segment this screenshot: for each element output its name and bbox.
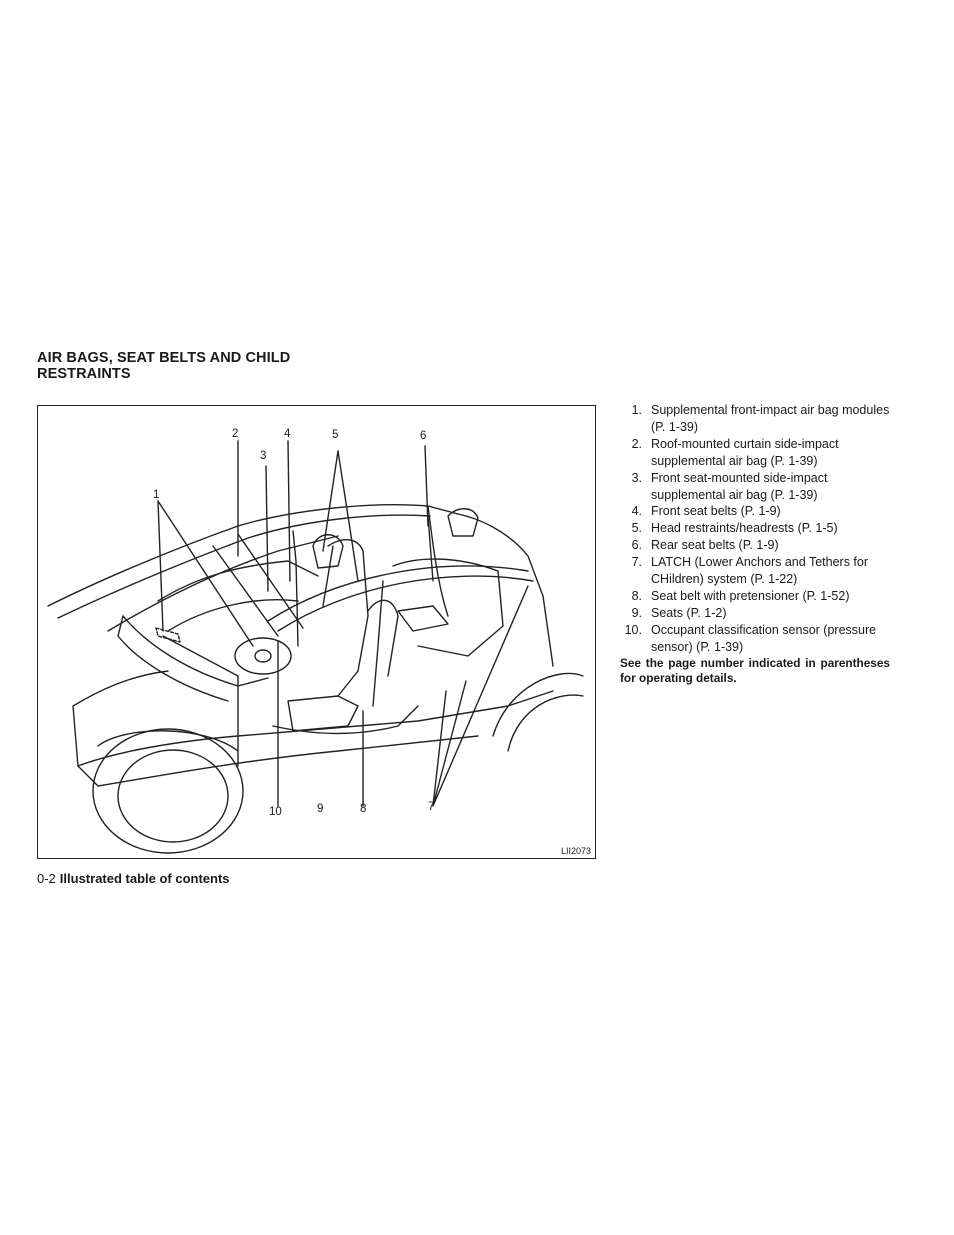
callout-7: 7 <box>428 801 435 813</box>
callout-10: 10 <box>269 806 282 818</box>
callout-3: 3 <box>260 450 267 462</box>
legend-item-text: LATCH (Lower Anchors and Tethers for CHi… <box>651 555 868 587</box>
legend-item-text: Roof-mounted curtain side-impact supplem… <box>651 436 839 468</box>
legend-item: 8. Seat belt with pretensioner (P. 1-52) <box>618 588 894 605</box>
section-title-line2: RESTRAINTS <box>37 366 131 382</box>
legend-item-number: 9. <box>631 605 642 620</box>
legend-item: 2. Roof-mounted curtain side-impact suppl… <box>618 436 894 470</box>
page-number: 0-2 <box>37 871 56 886</box>
callout-6: 6 <box>420 430 427 442</box>
legend-item-text: Seat belt with pretensioner (P. 1-52) <box>651 588 850 603</box>
section-title-line1: AIR BAGS, SEAT BELTS AND CHILD <box>37 350 291 366</box>
legend-item-number: 8. <box>631 588 642 603</box>
legend-item-number: 3. <box>631 470 642 485</box>
legend-item: 3. Front seat-mounted side-impact supplem… <box>618 470 894 504</box>
legend-item: 6. Rear seat belts (P. 1-9) <box>618 537 894 554</box>
legend-item-number: 1. <box>631 403 642 417</box>
legend-item: 7. LATCH (Lower Anchors and Tethers for C… <box>618 554 894 588</box>
legend-item-text: Front seat-mounted side-impact supplemen… <box>651 470 828 502</box>
legend-item-number: 4. <box>631 504 642 519</box>
legend-item: 10. Occupant classification sensor (press… <box>618 622 894 656</box>
callout-2: 2 <box>232 428 239 440</box>
callout-1: 1 <box>153 489 160 501</box>
legend-item-text: Front seat belts (P. 1-9) <box>651 504 781 519</box>
legend-item-number: 2. <box>631 436 642 451</box>
figure-id: LII2073 <box>560 846 591 856</box>
callout-4: 4 <box>284 428 291 440</box>
legend-item-text: Supplemental front-impact air bag module… <box>651 403 890 434</box>
legend-list: 1. Supplemental front-impact air bag modu… <box>618 402 894 656</box>
legend-item: 4. Front seat belts (P. 1-9) <box>618 503 894 520</box>
callout-9: 9 <box>317 803 324 815</box>
legend-item: 1. Supplemental front-impact air bag modu… <box>618 402 894 436</box>
legend-item-number: 10. <box>624 622 642 637</box>
callout-5: 5 <box>332 429 339 441</box>
legend-item-number: 6. <box>631 538 642 553</box>
car-interior-illustration: 2 4 3 5 6 1 10 9 8 7 LII2073 <box>37 405 596 859</box>
callout-8: 8 <box>360 803 367 815</box>
legend-item-number: 5. <box>631 521 642 536</box>
legend-item-number: 7. <box>631 555 642 570</box>
legend-item-text: Head restraints/headrests (P. 1-5) <box>651 521 838 536</box>
car-line-drawing <box>47 440 584 854</box>
legend-item: 9. Seats (P. 1-2) <box>618 605 894 622</box>
legend-item-text: Rear seat belts (P. 1-9) <box>651 538 779 553</box>
section-title: AIR BAGS, SEAT BELTS AND CHILD RESTRAINT… <box>37 350 337 382</box>
footer-label: Illustrated table of contents <box>59 871 230 886</box>
legend-item: 5. Head restraints/headrests (P. 1-5) <box>618 520 894 537</box>
legend-item-text: Seats (P. 1-2) <box>651 605 727 620</box>
legend-item-text: Occupant classification sensor (pressure… <box>651 622 877 654</box>
operating-note: See the page number indicated in parenth… <box>620 656 890 685</box>
